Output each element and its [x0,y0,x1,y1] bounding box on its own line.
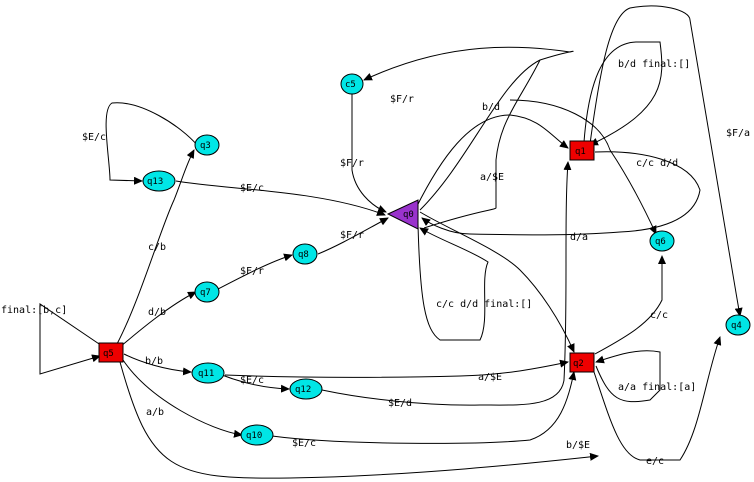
label-q5-q7: d/b [148,307,166,318]
label-q3-q13: $E/c [82,132,106,143]
node-q11[interactable]: q11 [191,362,225,384]
edge-q5-self [39,303,109,375]
label-q12-q1: $E/d [388,398,412,409]
edge-q0-c5 [363,46,574,211]
label-q5-q10: a/b [146,407,164,418]
node-q12[interactable]: q12 [289,378,323,400]
edge-q1-self [583,41,663,146]
label-q2-q6: c/c [650,310,668,321]
edge-q5-q10 [122,359,243,438]
node-q0-label: q0 [403,210,414,220]
node-q5-label: q5 [103,349,114,359]
edge-q0-q2 [419,211,575,353]
label-q13-q0: $E/c [240,183,264,194]
node-q1-shape [569,140,595,161]
label-q1-self: b/d final:[] [618,59,690,70]
edge-q0-q1 [415,114,569,209]
node-q6[interactable]: q6 [649,230,675,252]
node-q4-shape [725,314,751,336]
label-q0-q1: b/d [482,102,500,113]
label-q0-q2: a/$E [480,172,504,183]
edge-q12-q1 [321,161,572,406]
node-q7-shape [194,281,220,303]
label-q5-q3: c/b [148,242,166,253]
nodes: q0 q1 q2 q5 c5 q3 q13 [98,73,751,446]
node-q8-label: q8 [298,250,309,260]
node-q7[interactable]: q7 [194,281,220,303]
edge-q5-q3 [116,149,195,345]
label-q8-q0: $F/r [340,230,364,241]
label-q2-self: a/a final:[a] [618,382,696,393]
edge-labels: final:[b,c] c/b $E/c $E/c d/b $F/r $F/r … [1,59,750,467]
label-q1-q4: $F/a [726,128,750,139]
label-q11-q2: a/$E [478,372,502,383]
node-q3[interactable]: q3 [194,134,220,156]
node-c5[interactable]: c5 [340,73,364,95]
node-q3-label: q3 [200,141,211,151]
edge-q13-q0 [175,180,386,216]
node-q12-shape [289,378,323,400]
edge-q8-q0 [317,217,389,255]
edges [39,5,743,479]
edge-q1-q0 [421,151,701,236]
node-q7-label: q7 [200,288,211,298]
node-c5-shape [340,73,364,95]
edge-q0-q1-b [423,59,541,229]
edge-q1-q6 [509,99,657,235]
label-q7-q8: $F/r [240,266,264,277]
label-q2-q4: e/c [646,456,664,467]
node-q13-label: q13 [147,177,163,187]
node-q2-label: q2 [573,359,584,369]
edge-q10-q2 [271,371,577,444]
label-q9-q12: $E/c [240,375,264,386]
node-q5[interactable]: q5 [98,342,124,363]
node-q0-shape [386,199,419,230]
label-q1-q6: d/a [570,232,588,243]
node-q12-label: q12 [295,385,311,395]
edge-q2-self [595,350,661,403]
node-q5-shape [98,342,124,363]
node-q1[interactable]: q1 [569,140,595,161]
edge-q5-q4 [119,361,599,479]
edge-q5-q9 [123,353,192,376]
node-q2-shape [569,352,595,373]
node-c5-label: c5 [345,80,356,90]
edge-q0-self [417,223,489,341]
node-q2[interactable]: q2 [569,352,595,373]
edge-q2-q6 [594,255,666,355]
node-q13-shape [142,170,176,192]
node-q8-shape [292,243,318,265]
node-q10-shape [240,424,274,446]
edge-q7-q8 [217,253,293,290]
edge-q9-q12 [221,374,290,393]
label-q0-c5: $F/r [390,94,414,105]
label-q5-self: final:[b,c] [1,305,67,316]
node-q3-shape [194,134,220,156]
label-q1-q0: c/c d/d [636,158,678,169]
edge-q2-q4 [593,336,722,461]
node-q11-shape [191,362,225,384]
label-q5-q4: b/$E [566,440,590,451]
node-q4[interactable]: q4 [725,314,751,336]
node-q10[interactable]: q10 [240,424,274,446]
edge-q1-q4 [589,5,743,317]
node-q6-label: q6 [655,237,666,247]
node-q13[interactable]: q13 [142,170,176,192]
edge-q5-q7 [119,291,197,348]
node-q11-label: q11 [198,369,214,379]
node-q6-shape [649,230,675,252]
node-q4-label: q4 [731,321,742,331]
edge-q11-q2 [224,359,569,378]
label-q0-self: c/c d/d final:[] [436,299,532,310]
label-q5-q9: b/b [145,356,163,367]
label-c5-q0: $F/r [340,158,364,169]
edge-q3-q13 [105,102,199,185]
edge-c5-q0 [351,94,387,213]
node-q1-label: q1 [575,147,586,157]
node-q10-label: q10 [246,431,262,441]
node-q8[interactable]: q8 [292,243,318,265]
node-q0[interactable]: q0 [386,199,419,230]
label-q10-q2: $E/c [292,438,316,449]
